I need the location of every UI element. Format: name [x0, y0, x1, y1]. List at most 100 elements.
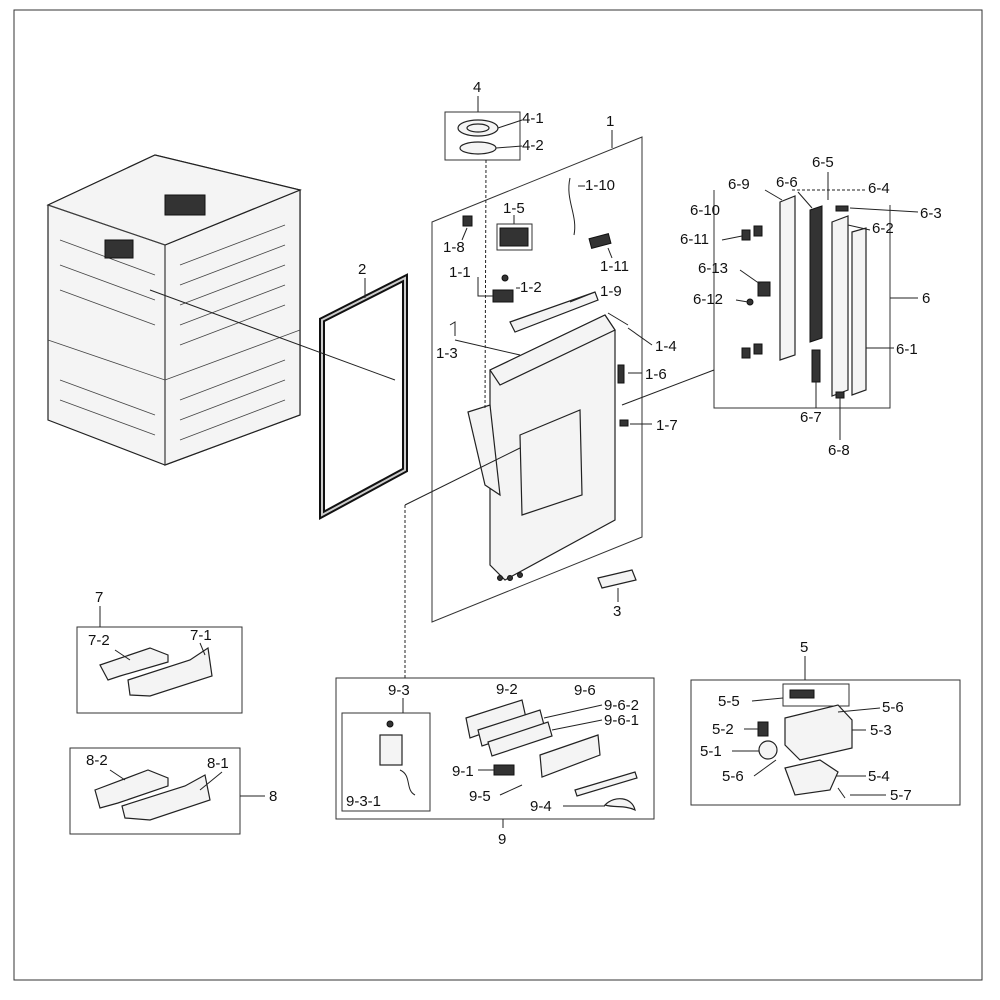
- label-5-4: 5-4: [868, 768, 890, 785]
- part-6-1: [851, 227, 867, 396]
- label-6-3: 6-3: [920, 205, 942, 222]
- part-9-1: [493, 764, 515, 776]
- label-6-7: 6-7: [800, 409, 822, 426]
- label-1-4: 1-4: [655, 338, 677, 355]
- box-8: [69, 747, 241, 835]
- part-9-6-1: [487, 721, 553, 757]
- label-5-5: 5-5: [718, 693, 740, 710]
- label-1-9: 1-9: [600, 283, 622, 300]
- label-9: 9: [498, 831, 506, 848]
- leader-6-12: [735, 299, 749, 303]
- part-1-4: [607, 312, 629, 326]
- leader-9-6-2: [543, 704, 603, 719]
- box-5-5: [782, 683, 850, 707]
- part-1-9: [509, 291, 599, 333]
- label-1-10: 1-10: [585, 177, 615, 194]
- label-5-6b: 5-6: [722, 768, 744, 785]
- label-3: 3: [613, 603, 621, 620]
- label-9-1: 9-1: [452, 763, 474, 780]
- label-4: 4: [473, 79, 481, 96]
- label-1: 1: [606, 113, 614, 130]
- cabinet-gasket-line: [149, 289, 396, 381]
- leader-5-6b: [753, 759, 777, 777]
- label-9-6: 9-6: [574, 682, 596, 699]
- label-1-3: 1-3: [436, 345, 458, 362]
- label-9-3-1: 9-3-1: [346, 793, 381, 810]
- label-5-3: 5-3: [870, 722, 892, 739]
- part-8-2: [94, 769, 169, 809]
- label-7: 7: [95, 589, 103, 606]
- label-8-2: 8-2: [86, 752, 108, 769]
- label-7-1: 7-1: [190, 627, 212, 644]
- label-1-1: 1-1: [449, 264, 471, 281]
- label-5-2: 5-2: [712, 721, 734, 738]
- label-4-1: 4-1: [522, 110, 544, 127]
- part-1-5: [499, 227, 529, 247]
- label-6-6: 6-6: [776, 174, 798, 191]
- door-panel: [467, 314, 629, 581]
- part-8-1: [121, 774, 211, 821]
- part-6-9: [779, 195, 796, 361]
- leader-6-9: [764, 189, 783, 201]
- label-4-2: 4-2: [522, 137, 544, 154]
- label-9-5: 9-5: [469, 788, 491, 805]
- box-9: [335, 677, 655, 820]
- label-5-6a: 5-6: [882, 699, 904, 716]
- box-5: [690, 679, 961, 806]
- leader-1-1: [477, 277, 493, 297]
- part-6-13: [757, 281, 771, 297]
- label-2: 2: [358, 261, 366, 278]
- part-6-2: [831, 215, 849, 397]
- part-1-10: [568, 177, 576, 236]
- part-7-1: [127, 646, 213, 697]
- leader-5-6a: [837, 707, 881, 713]
- diagram-frame: [13, 9, 983, 981]
- refrigerator-cabinet: [46, 154, 302, 466]
- part-5-4: [784, 759, 839, 796]
- label-8: 8: [269, 788, 277, 805]
- label-1-11: 1-11: [600, 258, 629, 275]
- part-6-11: [741, 229, 751, 241]
- label-6-4: 6-4: [868, 180, 890, 197]
- part-5-1: [758, 740, 778, 760]
- label-1-6: 1-6: [645, 366, 667, 383]
- part-3: [597, 569, 637, 589]
- label-6-2: 6-2: [872, 220, 894, 237]
- part-9-6: [539, 734, 601, 778]
- leader-6-11: [721, 235, 743, 241]
- label-1-8: 1-8: [443, 239, 465, 256]
- part-1-11: [588, 232, 612, 250]
- label-1-2: 1-2: [520, 279, 542, 296]
- label-5: 5: [800, 639, 808, 656]
- label-6-5: 6-5: [812, 154, 834, 171]
- part-1-3: [449, 321, 456, 336]
- leader-1-11: [607, 247, 613, 259]
- label-5-1: 5-1: [700, 743, 722, 760]
- part-5-2: [757, 721, 769, 737]
- box-4: [444, 111, 521, 161]
- leader-9-6-1: [551, 719, 603, 731]
- part-6-3: [835, 205, 849, 212]
- label-9-3: 9-3: [388, 682, 410, 699]
- leader-4-2: [495, 145, 523, 149]
- leader-6-13: [739, 269, 761, 285]
- label-6-11: 6-11: [680, 231, 709, 248]
- door-gasket: [319, 273, 408, 521]
- part-1-8: [462, 215, 473, 227]
- part-4-2: [459, 141, 497, 155]
- leader-6-door: [621, 369, 715, 406]
- leader-5-5: [751, 697, 784, 702]
- label-1-7: 1-7: [656, 417, 678, 434]
- leader-4-1: [497, 119, 523, 129]
- part-5-7: [837, 787, 846, 799]
- label-5-7: 5-7: [890, 787, 912, 804]
- box-6: [713, 190, 891, 409]
- part-9-3-1: [399, 769, 416, 796]
- part-7-2: [99, 647, 169, 681]
- label-6-1: 6-1: [896, 341, 918, 358]
- leader-9-5: [499, 784, 523, 796]
- part-5-3: [784, 704, 853, 761]
- label-9-6-1: 9-6-1: [604, 712, 639, 729]
- box-9-3: [341, 712, 431, 812]
